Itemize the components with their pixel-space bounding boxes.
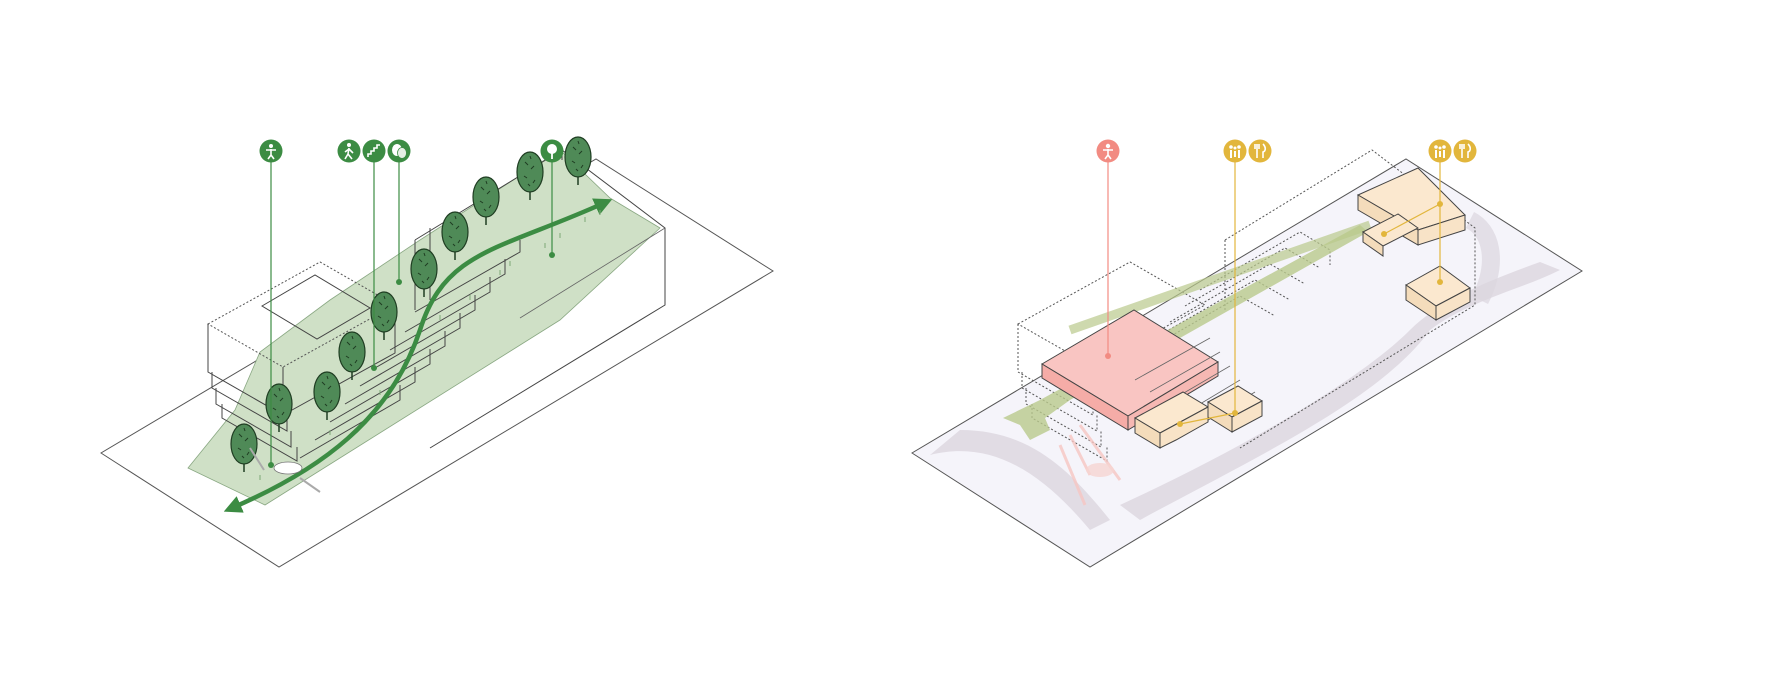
family-icon <box>1223 139 1247 163</box>
restaurant-icon-2 <box>1453 139 1477 163</box>
right-diagram <box>911 139 1583 568</box>
circulation-shading <box>930 262 1560 530</box>
walking-icon <box>337 139 361 163</box>
gold-program-volumes <box>1133 167 1471 449</box>
site-plate-right <box>911 158 1583 568</box>
family-icon-2 <box>1428 139 1452 163</box>
leader-lines-left <box>270 160 553 465</box>
pedestrian-icon <box>259 139 283 163</box>
left-diagram <box>100 136 774 568</box>
water-feature <box>273 461 303 475</box>
leader-lines-right <box>1107 160 1441 425</box>
stairs-icon <box>362 139 386 163</box>
tree-icon <box>540 139 564 163</box>
theater-masks-icon <box>387 139 411 163</box>
restaurant-icon <box>1248 139 1272 163</box>
green-movement-arrow <box>223 198 613 513</box>
child-icon <box>1096 139 1120 163</box>
